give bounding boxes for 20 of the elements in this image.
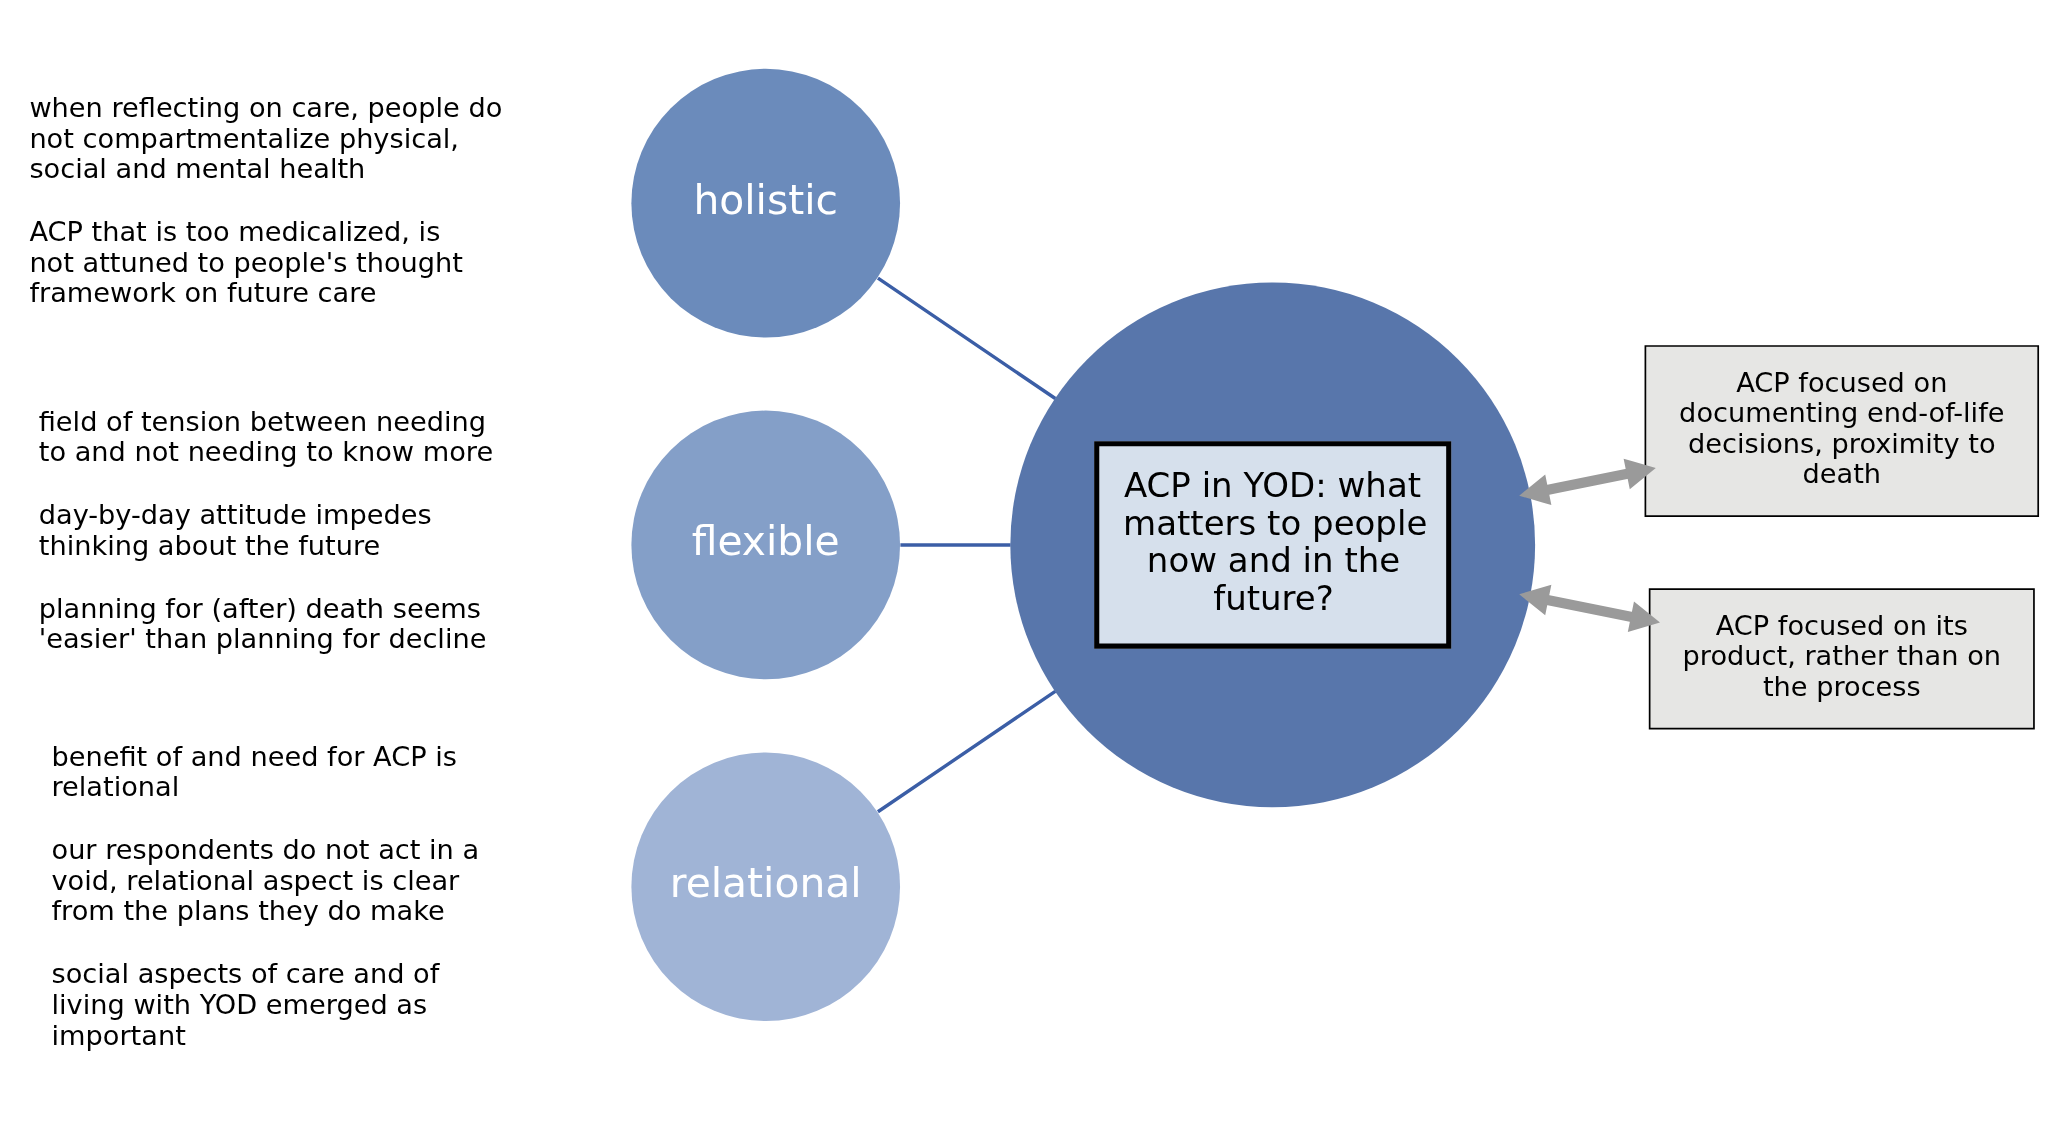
node-box: ACP focused on documenting end-of-life decisions, proximity to death [1644, 345, 2040, 517]
connector [900, 543, 1011, 547]
arrow [1519, 458, 1656, 506]
node-circle: holistic [631, 68, 901, 338]
node-label: our respondents do not act in a void, relational aspect is clear from the plans they do make [51, 834, 480, 927]
node-label: day-by-day attitude impedes thinking about the future [38, 499, 432, 561]
node-circle: flexible [631, 410, 901, 680]
node-label: ACP that is too medicalized, is not attuned to people's thought framework on future care [29, 216, 463, 309]
arrow [1519, 584, 1660, 632]
node-label: field of tension between needing to and not needing to know more [38, 405, 494, 468]
node-label: planning for (after) death seems 'easier' than planning for decline [38, 592, 487, 655]
node-text: ACP in YOD: what matters to people now and in the future? [1123, 465, 1428, 618]
node-label: when reflecting on care, people do not compartmentalize physical, social and mental health [29, 91, 503, 185]
cluster [1010, 282, 1536, 808]
connector [876, 276, 1057, 400]
node-label: social aspects of care and of living with YOD emerged as important [51, 958, 440, 1051]
connector [876, 689, 1057, 814]
node-box: ACP focused on its product, rather than on the process [1648, 588, 2035, 730]
node-label: benefit of and need for ACP is relational [51, 740, 457, 803]
node-circle: relational [631, 752, 901, 1022]
